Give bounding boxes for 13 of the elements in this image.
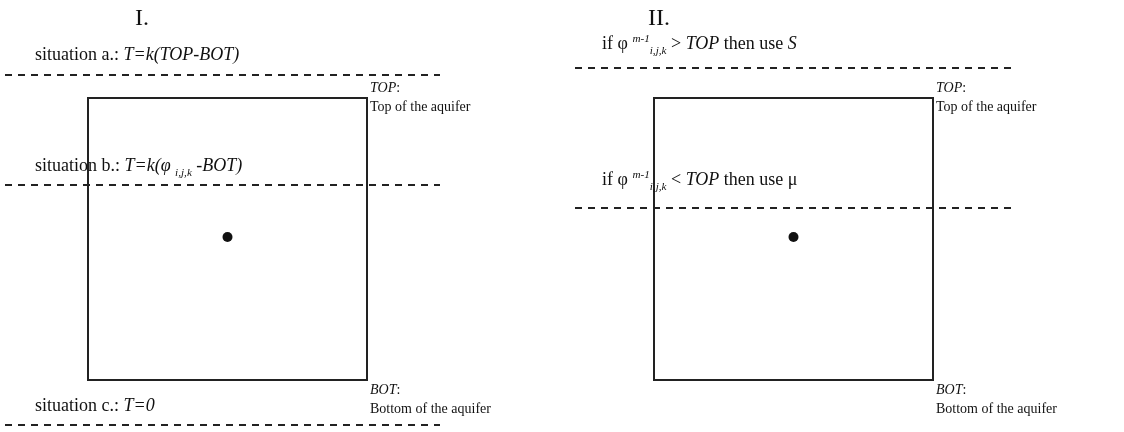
boundary-label: TOP: — [936, 80, 967, 96]
condition-label: if φ $^{m-1}$$_{i,j,k}$ > TOP then use S — [602, 32, 797, 56]
boundary-label: Bottom of the aquifer — [936, 401, 1057, 417]
panel-heading: I. — [135, 4, 149, 31]
condition-label: situation c.: T=0 — [35, 396, 155, 416]
boundary-label: Top of the aquifer — [936, 99, 1037, 115]
boundary-label: Top of the aquifer — [370, 99, 471, 115]
condition-label: situation a.: T=k(TOP-BOT) — [35, 45, 240, 65]
boundary-label: TOP: — [370, 80, 401, 96]
panel-heading: II. — [648, 4, 670, 31]
boundary-label: BOT: — [936, 382, 967, 398]
boundary-label: Bottom of the aquifer — [370, 401, 491, 417]
boundary-label: BOT: — [370, 382, 401, 398]
